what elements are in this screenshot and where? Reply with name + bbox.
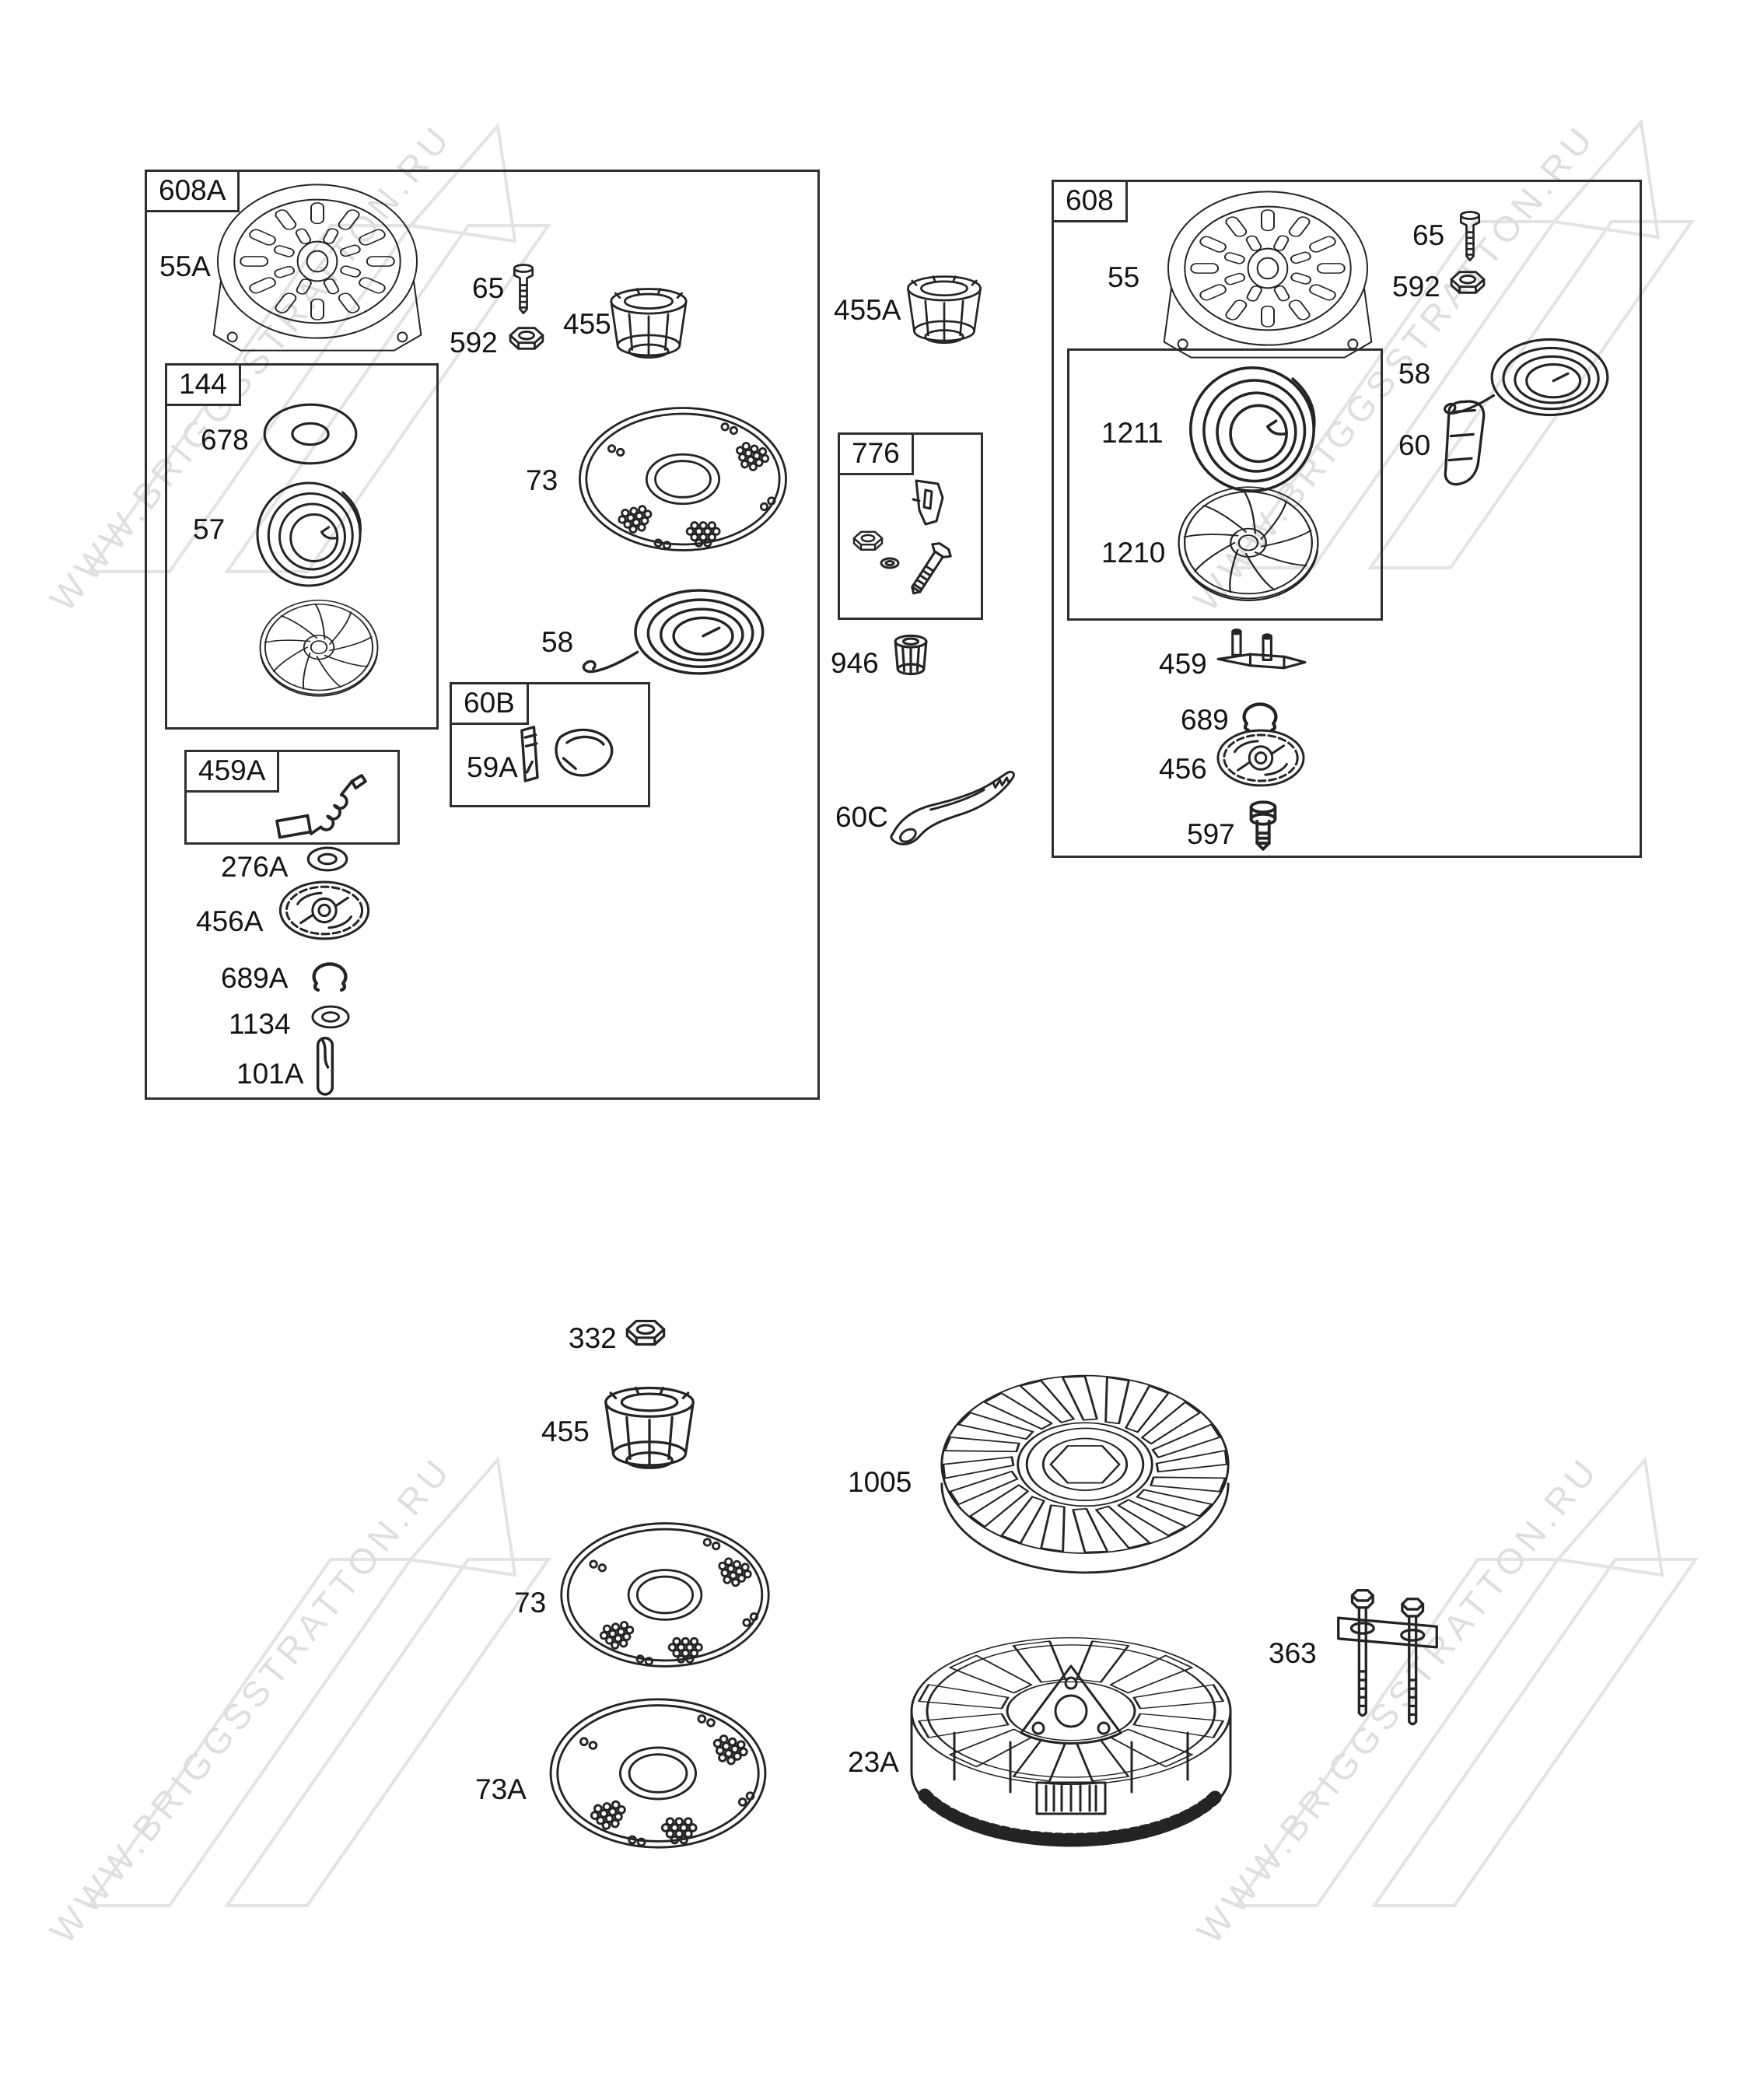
group-box-776: 776 [838,432,983,620]
group-label-608A: 608A [145,170,240,212]
group-box-459A: 459A [184,750,400,845]
flywheel-illustration [904,1618,1238,1859]
group-label-459A: 459A [184,750,280,793]
group-label-144: 144 [165,363,241,406]
hex-nut-illustration [1450,271,1486,294]
rotating-screen-illustration [555,1518,775,1671]
starter-pulley-illustration [278,880,370,940]
recoil-starter-housing-illustration [1159,183,1377,369]
part-label-58: 58 [541,626,574,658]
small-washer-illustration [306,846,348,872]
part-label-276A: 276A [221,851,289,883]
retainer-clip-illustration [310,958,350,992]
part-label-597: 597 [1187,818,1235,850]
part-label-58: 58 [1398,358,1431,390]
roll-pin-illustration [316,1036,334,1096]
part-label-55: 55 [1108,261,1140,293]
recoil-starter-housing-illustration [208,176,426,362]
part-label-60C: 60C [835,801,888,833]
shoulder-screw-illustration [1249,800,1277,851]
part-label-1005: 1005 [848,1466,912,1498]
part-label-23A: 23A [848,1746,899,1778]
part-label-689A: 689A [221,962,289,994]
flywheel-fan-illustration [937,1369,1233,1570]
part-label-55A: 55A [159,250,211,282]
part-label-456: 456 [1159,753,1207,785]
hex-nut-illustration [625,1319,666,1346]
recoil-pulley-illustration [257,597,381,705]
bushing-illustration [894,634,928,676]
screw-illustration [1459,211,1481,261]
part-label-332: 332 [569,1322,617,1354]
group-label-608: 608 [1052,180,1128,222]
washer-illustration [263,403,358,465]
starter-cup-illustration [610,288,688,359]
part-label-73: 73 [514,1587,547,1619]
starter-kit-illustration [1216,628,1307,670]
part-label-1134: 1134 [229,1008,291,1040]
part-label-592: 592 [450,327,498,359]
bracket-lever-illustration [890,770,1015,845]
rotating-screen-illustration [544,1694,772,1853]
group-box-recoil-pulley [1067,348,1383,621]
part-label-946: 946 [831,647,879,679]
starter-cup-illustration [907,275,982,345]
rotating-screen-illustration [574,403,792,555]
rewind-spring-illustration [582,589,765,675]
part-label-455: 455 [563,308,611,340]
group-box-608: 608 [1052,180,1642,858]
group-box-60B: 60B [450,682,650,807]
screw-illustration [513,264,534,314]
part-label-455: 455 [541,1416,590,1447]
part-label-456A: 456A [196,905,264,937]
part-label-1211: 1211 [1101,417,1164,449]
rewind-spring-coil-illustration [1189,366,1316,493]
part-label-65: 65 [1412,219,1445,251]
hardware-kit-illustration [852,479,952,595]
flywheel-puller-illustration [1333,1585,1442,1727]
part-label-57: 57 [193,513,226,545]
group-box-608A: 608A [145,170,820,1100]
part-label-60: 60 [1398,429,1431,461]
recoil-pulley-illustration [1174,484,1322,611]
part-label-678: 678 [201,424,249,456]
rewind-spring-coil-illustration [256,481,362,587]
part-label-455A: 455A [834,294,901,326]
flat-washer-illustration [311,1005,350,1029]
spring-kit-illustration [275,774,367,839]
pawl-set-illustration [520,726,614,782]
part-label-59A: 59A [467,751,518,783]
starter-cup-illustration [604,1386,695,1469]
group-box-144: 144 [165,363,439,730]
hex-nut-illustration [509,327,544,350]
part-label-65: 65 [472,272,505,304]
part-label-1210: 1210 [1101,537,1166,569]
pawl-illustration [1444,400,1486,486]
group-label-776: 776 [838,432,914,475]
part-label-459: 459 [1159,648,1207,680]
part-label-73: 73 [526,464,558,496]
group-label-60B: 60B [450,682,529,725]
part-label-363: 363 [1269,1637,1317,1669]
part-label-101A: 101A [236,1058,304,1090]
part-label-73A: 73A [475,1773,527,1805]
part-label-592: 592 [1392,271,1440,303]
part-label-689: 689 [1181,704,1229,736]
